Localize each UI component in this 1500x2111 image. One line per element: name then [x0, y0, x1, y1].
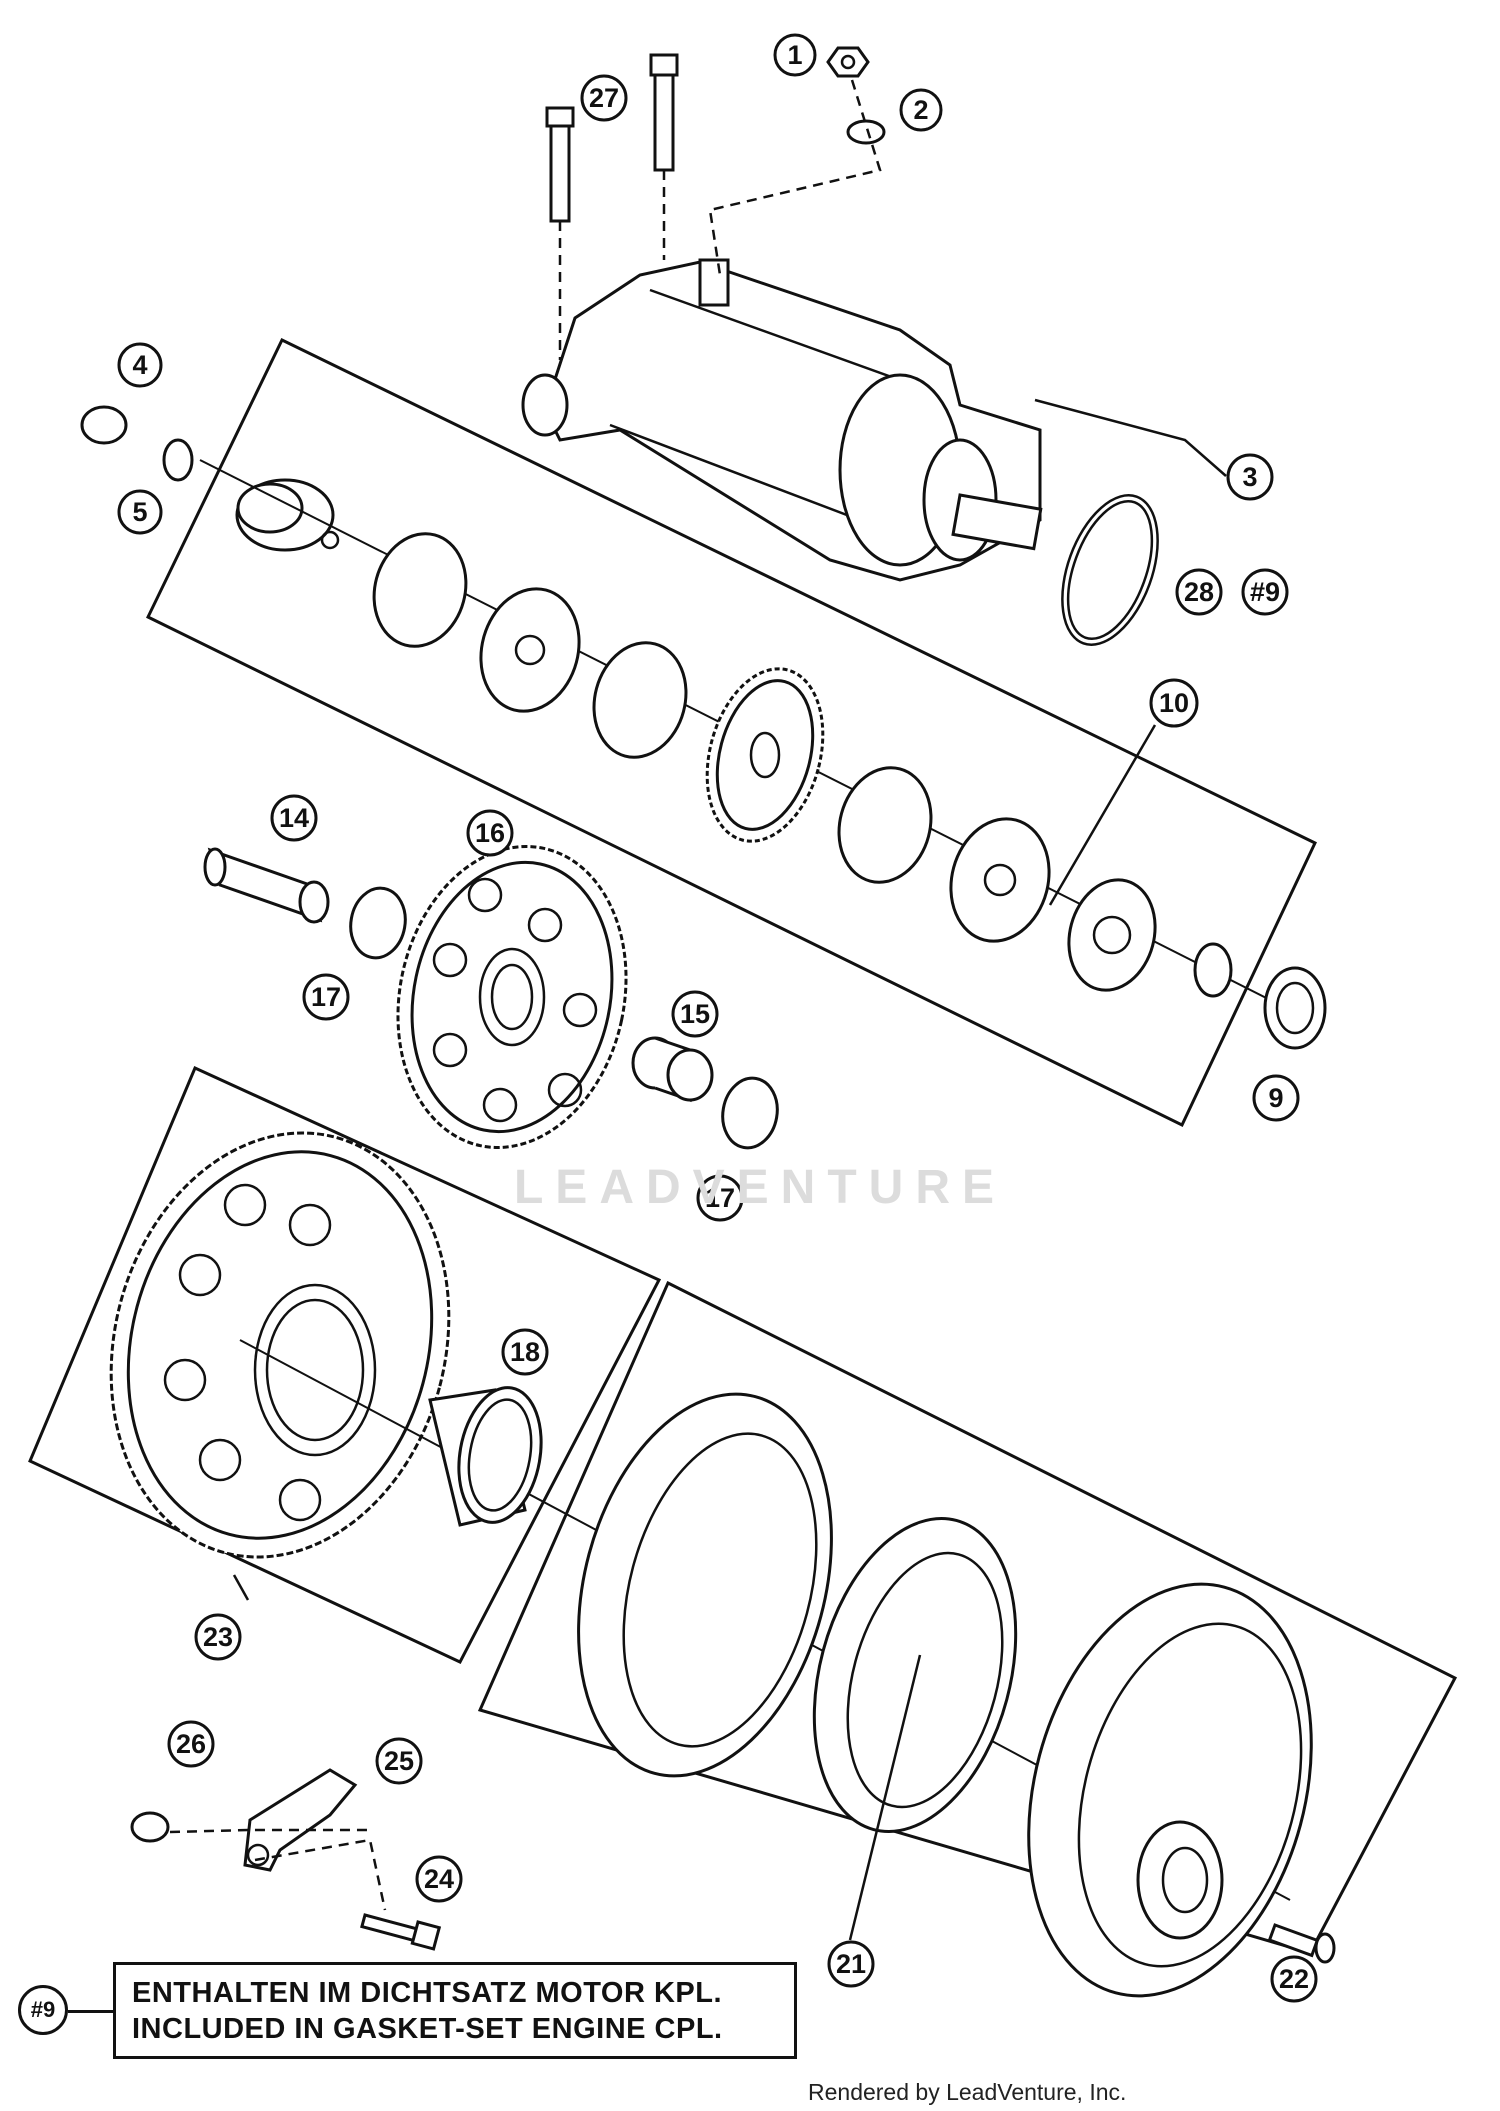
- callout-28: 28: [1175, 568, 1223, 616]
- small-washer: [162, 438, 194, 482]
- note-line-english: INCLUDED IN GASKET-SET ENGINE CPL.: [132, 2012, 723, 2045]
- watermark: LEADVENTURE: [513, 1161, 1007, 1214]
- callout-16: 16: [466, 809, 514, 857]
- svg-text:#9: #9: [1250, 577, 1280, 607]
- callout-24: 24: [415, 1855, 463, 1903]
- svg-text:16: 16: [475, 818, 505, 848]
- svg-text:24: 24: [424, 1864, 454, 1894]
- freewheel-lever: [243, 1768, 358, 1872]
- callout-21: 21: [827, 1940, 875, 1988]
- callout-25: 25: [375, 1737, 423, 1785]
- flywheel-rotor: [1027, 1582, 1313, 1998]
- starter-intermediate-shims: [372, 532, 1233, 998]
- note-leader-line: [68, 2010, 113, 2013]
- svg-text:2: 2: [913, 95, 928, 125]
- ball-bearing: [1263, 966, 1327, 1050]
- starter-bolt-long: [649, 53, 679, 260]
- svg-text:17: 17: [705, 1183, 735, 1213]
- o-ring: [1061, 494, 1159, 646]
- callout-9: 9: [1252, 1074, 1300, 1122]
- callout-1: 1: [773, 33, 817, 77]
- nut-leader: [708, 79, 882, 276]
- idler-gear: [396, 845, 628, 1149]
- render-credit: Rendered by LeadVenture, Inc.: [808, 2079, 1127, 2105]
- callout-9-ref: #9: [1241, 568, 1289, 616]
- svg-text:25: 25: [384, 1746, 414, 1776]
- starter-bolt-short: [545, 106, 575, 360]
- freewheel-bearing-sleeve: [428, 1386, 543, 1527]
- idler-shaft: [203, 847, 330, 924]
- svg-text:10: 10: [1159, 688, 1189, 718]
- svg-text:15: 15: [680, 999, 710, 1029]
- callout-leaders: [232, 398, 1227, 1941]
- svg-text:3: 3: [1242, 462, 1257, 492]
- svg-text:18: 18: [510, 1337, 540, 1367]
- lever-bushing: [130, 1811, 170, 1843]
- callout-4: 4: [117, 342, 163, 388]
- svg-text:5: 5: [132, 497, 147, 527]
- callout-26: 26: [167, 1720, 215, 1768]
- svg-text:28: 28: [1184, 577, 1214, 607]
- idler-washer-left: [349, 886, 407, 960]
- svg-text:9: 9: [1268, 1083, 1283, 1113]
- freewheel-gear: [109, 1131, 451, 1559]
- svg-text:1: 1: [787, 40, 802, 70]
- callout-2: 2: [899, 88, 943, 132]
- rotor-bolt: [1267, 1923, 1336, 1964]
- svg-text:26: 26: [176, 1729, 206, 1759]
- callout-18: 18: [501, 1328, 549, 1376]
- note-line-german: ENTHALTEN IM DICHTSATZ MOTOR KPL.: [132, 1976, 723, 2009]
- svg-text:17: 17: [311, 982, 341, 1012]
- callout-27: 27: [580, 74, 628, 122]
- starter-motor: [521, 258, 1043, 582]
- callout-17-left: 17: [302, 973, 350, 1021]
- callout-3: 3: [1226, 453, 1274, 501]
- svg-text:27: 27: [589, 83, 619, 113]
- lever-screw: [360, 1913, 442, 1951]
- svg-text:4: 4: [132, 350, 147, 380]
- callout-15: 15: [671, 990, 719, 1038]
- bushing: [80, 405, 128, 445]
- nut: [826, 46, 870, 78]
- gasket-set-note: ENTHALTEN IM DICHTSATZ MOTOR KPL. INCLUD…: [113, 1962, 797, 2059]
- note-reference-marker: #9: [18, 1985, 68, 2035]
- callout-14: 14: [270, 794, 318, 842]
- starter-intermediate-gear: [705, 667, 825, 843]
- freewheel-ring: [577, 1392, 833, 1778]
- starter-gear-group-frame: [146, 337, 1317, 1128]
- callout-23: 23: [194, 1613, 242, 1661]
- idler-gear-group-frame: [28, 1065, 662, 1664]
- callout-10: 10: [1149, 678, 1199, 728]
- washer: [846, 119, 886, 145]
- callout-22: 22: [1270, 1955, 1318, 2003]
- starter-pinion: [235, 478, 340, 552]
- svg-text:22: 22: [1279, 1964, 1309, 1994]
- svg-text:14: 14: [279, 803, 309, 833]
- svg-text:21: 21: [836, 1949, 866, 1979]
- callout-17-right: 17: [696, 1174, 744, 1222]
- svg-text:23: 23: [203, 1622, 233, 1652]
- idler-washer-right: [721, 1076, 779, 1150]
- lever-screw-leader: [254, 1838, 387, 1911]
- idler-bushing: [631, 1036, 714, 1103]
- lever-leader: [169, 1828, 370, 1834]
- callout-5: 5: [117, 489, 163, 535]
